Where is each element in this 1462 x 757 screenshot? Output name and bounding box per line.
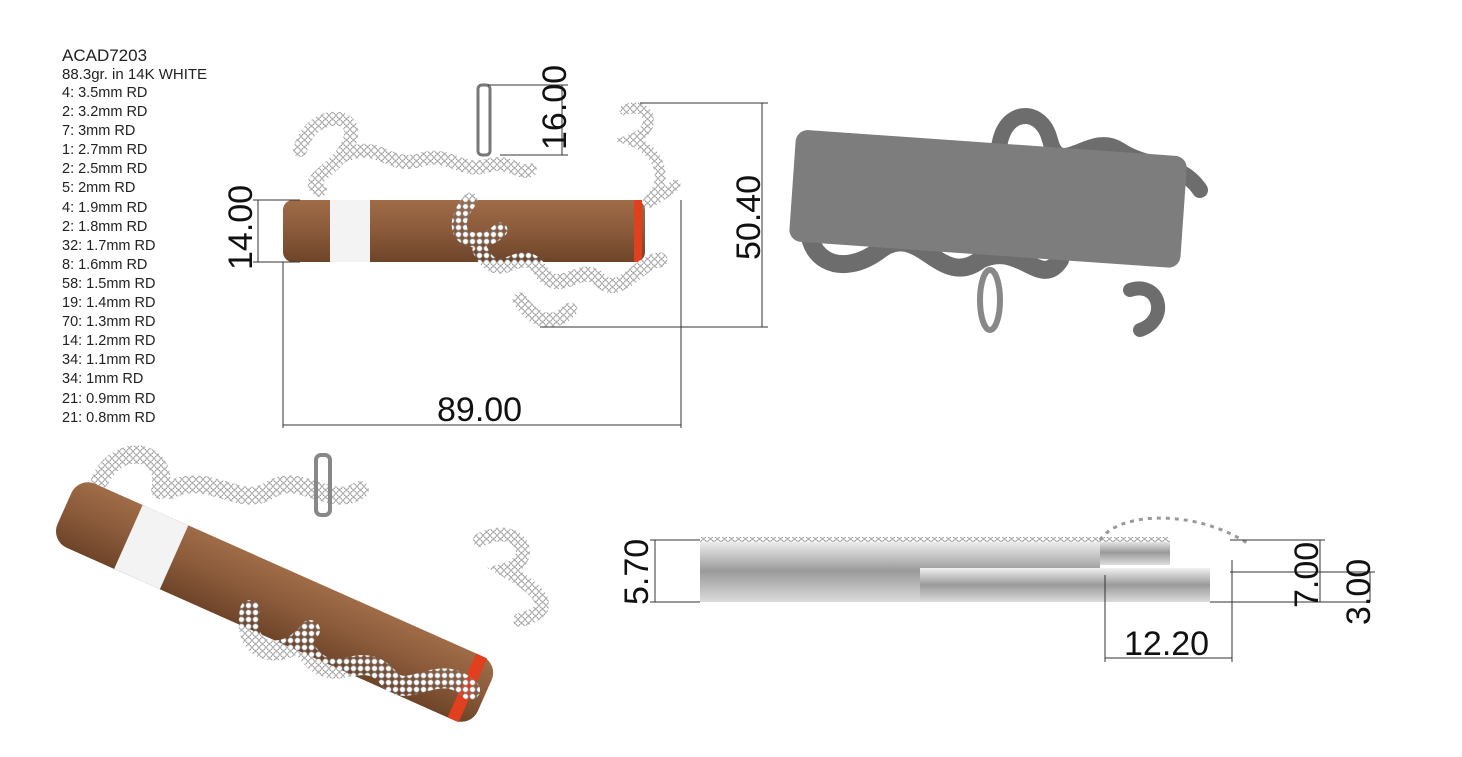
privilege-script bbox=[293, 111, 537, 197]
stone-spec-item: 32: 1.7mm RD bbox=[62, 237, 156, 254]
bail bbox=[476, 83, 492, 157]
dim-bail-height: 16.00 bbox=[536, 65, 574, 150]
side-view: 5.70 7.00 3.00 12.20 bbox=[618, 516, 1378, 663]
stone-spec-item: 21: 0.8mm RD bbox=[62, 409, 156, 426]
stone-spec-item: 7: 3mm RD bbox=[62, 123, 136, 140]
stone-spec-item: 19: 1.4mm RD bbox=[62, 295, 156, 312]
dim-side-depth-right: 7.00 bbox=[1288, 542, 1326, 608]
stone-spec-item: 8: 1.6mm RD bbox=[62, 256, 148, 273]
stone-spec-item: 34: 1.1mm RD bbox=[62, 352, 156, 369]
stone-spec-item: 5: 2mm RD bbox=[62, 180, 136, 197]
stone-spec-item: 14: 1.2mm RD bbox=[62, 333, 156, 350]
cigar-tip bbox=[634, 200, 642, 262]
dim-side-depth: 5.70 bbox=[618, 539, 656, 605]
cigars-script bbox=[451, 192, 668, 328]
metal-weight: 88.3gr. in 14K WHITE bbox=[62, 66, 208, 83]
model-code: ACAD7203 bbox=[62, 46, 148, 65]
stone-spec-item: 4: 3.5mm RD bbox=[62, 85, 148, 101]
stone-spec-item: 2: 3.2mm RD bbox=[62, 104, 148, 121]
dim-side-thickness: 3.00 bbox=[1340, 559, 1378, 625]
cigar-band bbox=[330, 200, 370, 262]
stone-spec-item: 1: 2.7mm RD bbox=[62, 142, 148, 159]
stone-spec-item: 70: 1.3mm RD bbox=[62, 314, 156, 331]
stone-spec-item: 4: 1.9mm RD bbox=[62, 199, 148, 216]
stone-spec-item: 58: 1.5mm RD bbox=[62, 275, 156, 292]
specification-list: ACAD7203 88.3gr. in 14K WHITE 4: 3.5mm R… bbox=[62, 46, 207, 428]
dim-total-height: 50.40 bbox=[730, 175, 768, 260]
by-script bbox=[612, 102, 681, 209]
perspective-view bbox=[55, 445, 549, 723]
stone-spec-item: 21: 0.9mm RD bbox=[62, 390, 156, 407]
dim-cigar-height: 14.00 bbox=[222, 185, 260, 270]
stone-spec-item: 34: 1mm RD bbox=[62, 371, 144, 388]
front-dimensions: 16.00 14.00 50.40 89.00 bbox=[222, 65, 768, 429]
dim-bail-offset: 12.20 bbox=[1124, 625, 1209, 663]
stone-spec-item: 2: 1.8mm RD bbox=[62, 218, 148, 235]
dim-total-width: 89.00 bbox=[437, 391, 522, 429]
stone-spec-item: 2: 2.5mm RD bbox=[62, 161, 148, 178]
back-view bbox=[789, 108, 1208, 337]
front-view bbox=[283, 83, 681, 328]
